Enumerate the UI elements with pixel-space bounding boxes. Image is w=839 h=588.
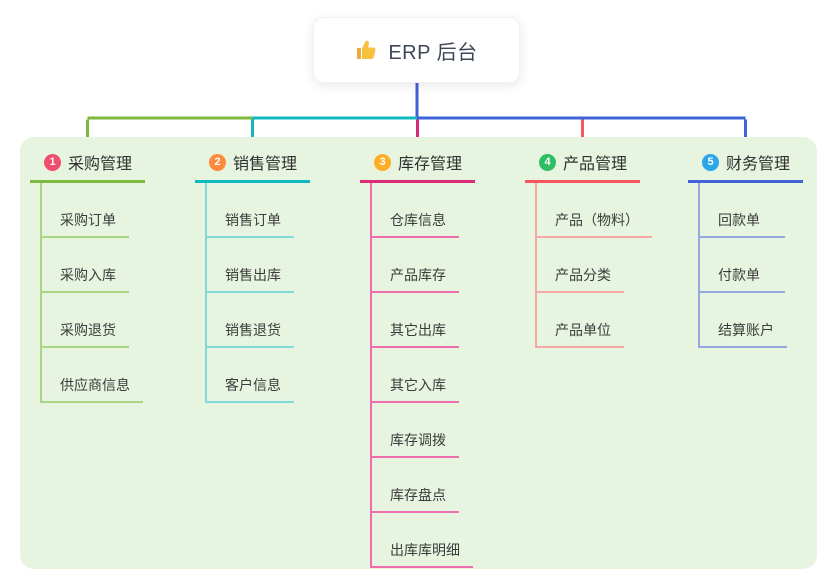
child-node[interactable]: 出库库明细 xyxy=(372,513,473,568)
branch-number-badge: 5 xyxy=(702,153,719,171)
child-node-label: 产品单位 xyxy=(555,322,611,338)
branch-children: 仓库信息产品库存其它出库其它入库库存调拨库存盘点出库库明细 xyxy=(370,183,475,568)
child-node[interactable]: 结算账户 xyxy=(700,293,787,348)
branch-number-badge: 4 xyxy=(539,153,556,171)
child-node[interactable]: 其它出库 xyxy=(372,293,459,348)
child-node[interactable]: 采购订单 xyxy=(42,183,129,238)
branch-children: 产品（物料） 产品分类产品单位 xyxy=(535,183,652,348)
child-node-label: 出库库明细 xyxy=(390,542,460,558)
branch-column: 2 销售管理 销售订单销售出库销售退货客户信息 xyxy=(195,148,310,403)
branch-node[interactable]: 3 库存管理 xyxy=(360,148,475,183)
child-node-label: 销售退货 xyxy=(225,322,281,338)
child-node-label: 其它出库 xyxy=(390,322,446,338)
child-node[interactable]: 采购入库 xyxy=(42,238,129,293)
branch-node[interactable]: 5 财务管理 xyxy=(688,148,803,183)
child-node-label: 回款单 xyxy=(718,212,760,228)
child-node[interactable]: 销售退货 xyxy=(207,293,294,348)
child-node[interactable]: 产品（物料） xyxy=(537,183,652,238)
branch-node-label: 销售管理 xyxy=(233,156,298,173)
child-node-label: 产品分类 xyxy=(555,267,611,283)
child-node-label: 库存盘点 xyxy=(390,487,446,503)
child-node[interactable]: 回款单 xyxy=(700,183,785,238)
child-node-label: 其它入库 xyxy=(390,377,446,393)
child-node-label: 销售出库 xyxy=(225,267,281,283)
child-node-label: 库存调拨 xyxy=(390,432,446,448)
branch-column: 3 库存管理 仓库信息产品库存其它出库其它入库库存调拨库存盘点出库库明细 xyxy=(360,148,475,568)
branch-column: 1 采购管理 采购订单采购入库采购退货供应商信息 xyxy=(30,148,145,403)
branch-column: 4 产品管理 产品（物料） 产品分类产品单位 xyxy=(525,148,652,348)
branches-panel xyxy=(20,137,817,569)
child-node-label: 产品库存 xyxy=(390,267,446,283)
thumbs-up-icon xyxy=(355,38,379,62)
child-node[interactable]: 产品单位 xyxy=(537,293,624,348)
child-node-label: 客户信息 xyxy=(225,377,281,393)
child-node[interactable]: 客户信息 xyxy=(207,348,294,403)
child-node[interactable]: 销售出库 xyxy=(207,238,294,293)
child-node[interactable]: 库存盘点 xyxy=(372,458,459,513)
branch-node-label: 采购管理 xyxy=(68,156,133,173)
child-node[interactable]: 产品库存 xyxy=(372,238,459,293)
child-node[interactable]: 采购退货 xyxy=(42,293,129,348)
branch-children: 销售订单销售出库销售退货客户信息 xyxy=(205,183,310,403)
branch-node[interactable]: 4 产品管理 xyxy=(525,148,640,183)
branch-node[interactable]: 1 采购管理 xyxy=(30,148,145,183)
branch-number-badge: 1 xyxy=(44,153,61,171)
child-node[interactable]: 其它入库 xyxy=(372,348,459,403)
branch-node-label: 财务管理 xyxy=(726,156,791,173)
child-node[interactable]: 付款单 xyxy=(700,238,785,293)
child-node-label: 采购退货 xyxy=(60,322,116,338)
branch-children: 回款单付款单结算账户 xyxy=(698,183,803,348)
child-node-label: 产品（物料） xyxy=(555,212,639,228)
child-node[interactable]: 库存调拨 xyxy=(372,403,459,458)
root-node-label: ERP 后台 xyxy=(388,41,478,64)
child-node[interactable]: 供应商信息 xyxy=(42,348,143,403)
branch-number-badge: 3 xyxy=(374,153,391,171)
child-node-label: 供应商信息 xyxy=(60,377,130,393)
branch-number-badge: 2 xyxy=(209,153,226,171)
child-node[interactable]: 产品分类 xyxy=(537,238,624,293)
child-node-label: 采购入库 xyxy=(60,267,116,283)
child-node-label: 结算账户 xyxy=(718,322,774,338)
branch-column: 5 财务管理 回款单付款单结算账户 xyxy=(688,148,803,348)
child-node-label: 采购订单 xyxy=(60,212,116,228)
child-node-label: 销售订单 xyxy=(225,212,281,228)
child-node[interactable]: 销售订单 xyxy=(207,183,294,238)
branch-children: 采购订单采购入库采购退货供应商信息 xyxy=(40,183,145,403)
branch-node[interactable]: 2 销售管理 xyxy=(195,148,310,183)
child-node[interactable]: 仓库信息 xyxy=(372,183,459,238)
child-node-label: 付款单 xyxy=(718,267,760,283)
branch-node-label: 产品管理 xyxy=(563,156,628,173)
branch-node-label: 库存管理 xyxy=(398,156,463,173)
root-node[interactable]: ERP 后台 xyxy=(313,17,520,83)
child-node-label: 仓库信息 xyxy=(390,212,446,228)
